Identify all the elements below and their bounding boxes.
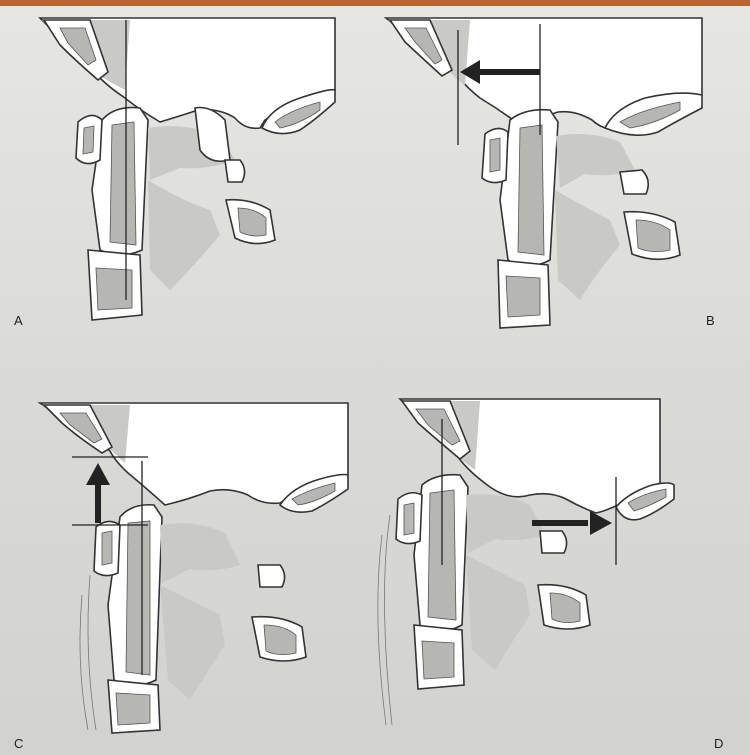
panel-label-b: B [706,313,715,328]
panel-label-c: C [14,736,23,751]
panel-b-illustration [380,10,710,330]
panel-label-d: D [714,736,723,751]
cervical-spine-vertical-translation-illustration [30,395,360,740]
panel-c-illustration [30,395,360,740]
panel-d-illustration [370,395,690,740]
cervical-spine-posterior-translation-illustration [370,395,690,740]
cervical-spine-neutral-illustration [30,10,350,330]
panel-label-a: A [14,313,23,328]
cervical-spine-anterior-translation-illustration [380,10,710,330]
panel-a-illustration [30,10,350,330]
